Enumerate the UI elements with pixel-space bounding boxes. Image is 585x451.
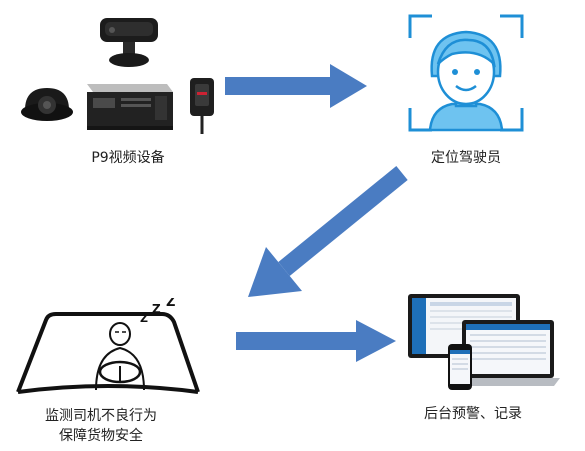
camera-mount-icon bbox=[100, 18, 158, 67]
arrow-diagonal bbox=[248, 166, 408, 297]
devices-caption: P9视频设备 bbox=[91, 150, 165, 166]
video-recorder-icon bbox=[87, 84, 173, 130]
phone-icon bbox=[448, 344, 472, 390]
arrow-right-bottom bbox=[236, 320, 396, 362]
backend-caption: 后台预警、记录 bbox=[424, 406, 522, 422]
dome-camera-icon bbox=[21, 88, 73, 121]
devices-group bbox=[15, 10, 235, 140]
monitor-caption-line1: 监测司机不良行为 bbox=[45, 408, 157, 424]
locate-driver-caption: 定位驾驶员 bbox=[431, 150, 501, 166]
face-recognition-icon bbox=[408, 14, 524, 132]
svg-text:Z: Z bbox=[140, 312, 148, 325]
arrow-right-top bbox=[225, 64, 367, 108]
sleeping-driver-icon: Z Z Z bbox=[16, 298, 200, 394]
monitor-caption-line2: 保障货物安全 bbox=[59, 428, 143, 444]
svg-text:Z: Z bbox=[152, 302, 161, 316]
face-recognition-group bbox=[408, 14, 524, 132]
sleeping-driver-group: Z Z Z bbox=[12, 298, 202, 398]
svg-text:Z: Z bbox=[166, 298, 175, 310]
driver-sensor-icon bbox=[190, 78, 214, 134]
backend-devices-group bbox=[404, 290, 560, 394]
laptop-icon bbox=[454, 320, 560, 386]
